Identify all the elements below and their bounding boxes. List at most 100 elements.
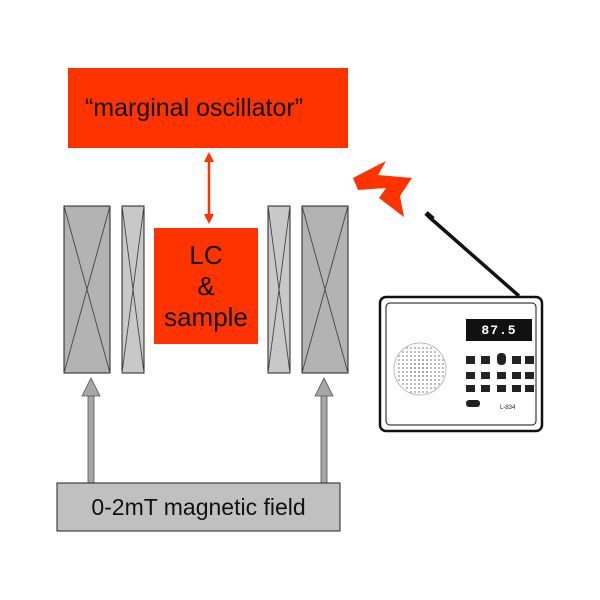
speaker-dot [418,391,420,393]
speaker-dot [410,371,412,373]
speaker-dot [398,363,400,365]
speaker-dot [414,383,416,385]
speaker-dot [406,375,408,377]
speaker-dot [414,375,416,377]
speaker-dot [402,351,404,353]
speaker-dot [438,355,440,357]
coil-outer-left [63,205,111,374]
speaker-dot [434,363,436,365]
field-source-box [56,482,341,532]
coil-outer-right [301,205,349,374]
speaker-dot [422,379,424,381]
speaker-dot [426,347,428,349]
speaker-dot [410,351,412,353]
speaker-dot [410,387,412,389]
speaker-dot [438,363,440,365]
speaker-dot [422,355,424,357]
radio-wave-arrow-icon [353,161,412,217]
speaker-dot [430,359,432,361]
speaker-dot [402,375,404,377]
speaker-dot [418,379,420,381]
speaker-dot [426,359,428,361]
speaker-dot [430,383,432,385]
speaker-dot [414,363,416,365]
speaker-dot [434,387,436,389]
speaker-dot [398,375,400,377]
speaker-dot [426,355,428,357]
speaker-dot [434,355,436,357]
speaker-dot [426,387,428,389]
speaker-dot [438,383,440,385]
speaker-dot [398,371,400,373]
speaker-dot [422,383,424,385]
speaker-dot [414,379,416,381]
speaker-dot [418,355,420,357]
speaker-dot [442,371,444,373]
speaker-dot [430,379,432,381]
speaker-dot [414,347,416,349]
speaker-dot [426,367,428,369]
speaker-dot [422,363,424,365]
speaker-dot [402,379,404,381]
speaker-dot [410,379,412,381]
speaker-dot [406,367,408,369]
speaker-dot [430,347,432,349]
speaker-dot [414,387,416,389]
speaker-dot [442,359,444,361]
speaker-dot [422,371,424,373]
radio-icon [378,211,544,433]
speaker-dot [418,351,420,353]
speaker-dot [426,351,428,353]
speaker-dot [442,367,444,369]
coil-inner-right [267,205,291,374]
speaker-dot [434,375,436,377]
speaker-dot [410,367,412,369]
speaker-dot [426,383,428,385]
speaker-dot [422,351,424,353]
speaker-dot [426,391,428,393]
speaker-dot [442,363,444,365]
speaker-dot [414,355,416,357]
speaker-dot [402,359,404,361]
speaker-dot [430,371,432,373]
lc-line-2: & [197,270,215,301]
speaker-dot [406,351,408,353]
speaker-dot [434,351,436,353]
speaker-dot [438,375,440,377]
radio-speaker [393,342,447,396]
speaker-dot [438,371,440,373]
speaker-dot [418,375,420,377]
speaker-dot [398,367,400,369]
speaker-dot [422,375,424,377]
speaker-dot [406,347,408,349]
speaker-dot [410,363,412,365]
speaker-dot [438,379,440,381]
speaker-dot [418,359,420,361]
speaker-dot [438,367,440,369]
speaker-dot [422,359,424,361]
oscillator-box [68,68,348,148]
speaker-dot [402,355,404,357]
speaker-dot [426,371,428,373]
speaker-dot [418,367,420,369]
speaker-dot [430,375,432,377]
speaker-dot [422,347,424,349]
speaker-dot [402,371,404,373]
speaker-dot [422,387,424,389]
speaker-dot [398,355,400,357]
speaker-dot [402,383,404,385]
speaker-dot [402,363,404,365]
speaker-dot [414,359,416,361]
speaker-dot [406,363,408,365]
speaker-dot [442,375,444,377]
speaker-dot [414,367,416,369]
oscillator-label: “marginal oscillator” [84,93,304,122]
speaker-dot [406,379,408,381]
lc-sample-label: LC & sample [154,228,258,344]
coil-inner-left [121,205,145,374]
speaker-dot [406,355,408,357]
speaker-dot [434,379,436,381]
speaker-dot [434,371,436,373]
speaker-dot [418,383,420,385]
speaker-dot [410,359,412,361]
